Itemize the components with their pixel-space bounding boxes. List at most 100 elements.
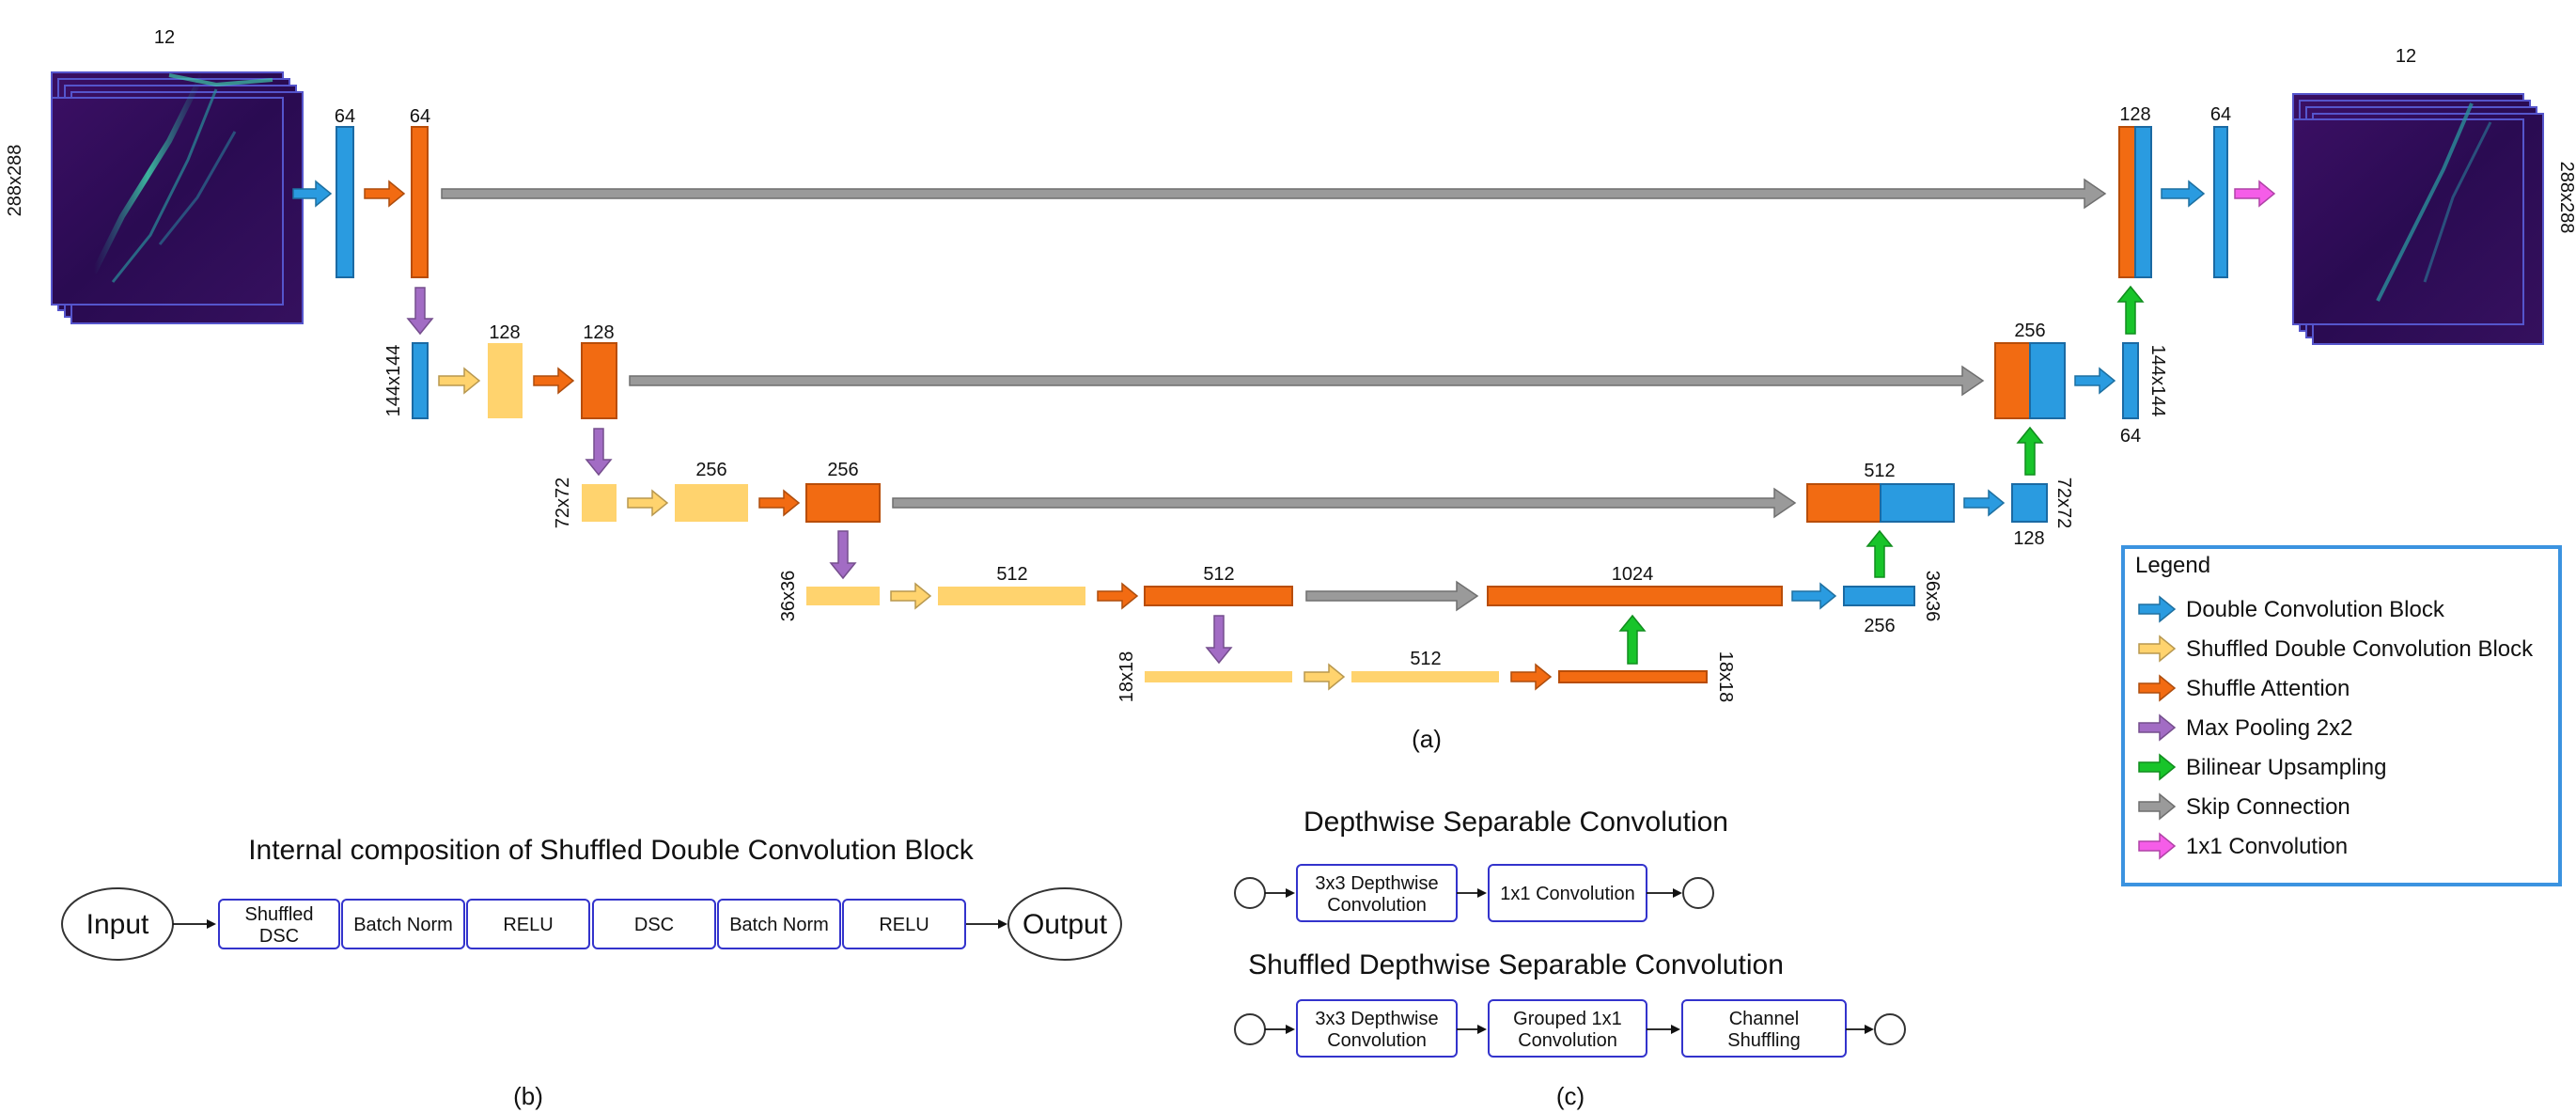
dec2-double-conv-block <box>2122 342 2139 419</box>
b-block-6-label: RELU <box>879 915 929 935</box>
sdsc-block-3-label-1: Channel <box>1729 1009 1800 1029</box>
diagram-b-output-node <box>1007 887 1122 961</box>
dsc-arrow-1-head <box>1286 888 1295 898</box>
arrow-upsample-1 <box>1618 614 1647 665</box>
sdsc-block-1-label-2: Convolution <box>1327 1030 1427 1051</box>
input-image-stack <box>51 71 304 324</box>
b-block-1 <box>218 899 340 949</box>
diagram-b-input-label: Input <box>86 909 149 940</box>
enc3-shuffle-attention-block <box>805 483 881 523</box>
legend-arrow-icon-3 <box>2138 674 2177 702</box>
legend-arrow-icon-2 <box>2138 635 2177 663</box>
dec3-attention-half <box>1806 483 1881 523</box>
bottleneck-shuffled-block-b <box>1351 671 1499 682</box>
dsc-arrow-2-head <box>1477 888 1487 898</box>
sdsc-arrow-2-head <box>1477 1025 1487 1034</box>
dec1-attention-half <box>2118 126 2136 278</box>
arrow-maxpool-1 <box>406 287 434 336</box>
enc3-shuffled-block-a <box>582 484 617 522</box>
dsc-start-node <box>1234 877 1266 909</box>
sdsc-block-3 <box>1681 999 1847 1058</box>
enc4-c2-label: 512 <box>1203 564 1234 585</box>
arrow-final-1x1 <box>2234 180 2276 208</box>
output-channels-label: 12 <box>2396 46 2416 67</box>
arrow-enc1-attention <box>364 180 406 208</box>
arrow-dec4-conv <box>1791 582 1837 610</box>
arrow-bottleneck-shuffled <box>1304 663 1346 691</box>
dec3-out-c-label: 128 <box>2013 528 2044 549</box>
legend-arrow-icon-7 <box>2138 832 2177 860</box>
dec2-size-label: 144x144 <box>2147 345 2168 417</box>
sdsc-arrow-1-head <box>1286 1025 1295 1034</box>
sdsc-end-node <box>1874 1013 1906 1045</box>
enc3-c1-label: 256 <box>695 460 726 480</box>
sdsc-block-2-label-2: Convolution <box>1518 1030 1617 1051</box>
b-block-1-label-1: Shuffled <box>244 904 313 925</box>
dec1-double-conv-block <box>2213 126 2228 278</box>
dec1-out-c-label: 64 <box>2210 104 2231 125</box>
dsc-block-1-label-2: Convolution <box>1327 895 1427 916</box>
enc4-size-label: 36x36 <box>778 571 799 622</box>
dec4-c-label: 1024 <box>1612 564 1654 585</box>
enc4-c1-label: 512 <box>996 564 1027 585</box>
output-image-stack <box>2292 93 2544 345</box>
diagram-b-output-label: Output <box>1023 909 1108 940</box>
enc2-shuffled-block <box>488 343 523 418</box>
diagram-a-caption: (a) <box>1412 725 1442 753</box>
enc2-size-label: 144x144 <box>383 345 404 417</box>
b-block-2 <box>341 899 465 949</box>
arrow-layer <box>292 178 2276 691</box>
enc2-shuffle-attention-block <box>581 342 617 419</box>
b-block-6 <box>842 899 966 949</box>
dec2-attention-half <box>1994 342 2031 419</box>
bottleneck-shuffle-attention-block <box>1558 670 1708 683</box>
arrow-maxpool-3 <box>829 530 857 580</box>
dec4-concat-block <box>1487 586 1783 606</box>
arrow-enc3-attention <box>758 489 801 517</box>
dsc-end-node <box>1682 877 1714 909</box>
arrow-dec2-conv <box>2074 367 2116 395</box>
enc2-c1-label: 128 <box>489 322 520 343</box>
b-block-3-label: RELU <box>503 915 553 935</box>
legend-arrow-icon-5 <box>2138 753 2177 781</box>
legend-item-label: Skip Connection <box>2186 794 2350 820</box>
b-block-4-label: DSC <box>634 915 674 935</box>
dec2-c-label: 256 <box>2014 321 2045 341</box>
arrow-enc2-shuffled <box>438 367 481 395</box>
bottleneck-size-right-label: 18x18 <box>1715 651 1736 703</box>
bottleneck-size-label: 18x18 <box>1116 651 1137 703</box>
b-block-2-label: Batch Norm <box>353 915 453 935</box>
b-arrow-in-head <box>207 919 216 929</box>
sdsc-arrow-3-head <box>1671 1025 1680 1034</box>
dec1-skip-half <box>2134 126 2152 278</box>
enc3-shuffled-block-b <box>675 484 748 522</box>
enc4-shuffled-block-b <box>938 587 1085 605</box>
b-block-3 <box>466 899 590 949</box>
legend-item-label: Max Pooling 2x2 <box>2186 715 2352 741</box>
arrow-enc4-attention <box>1097 582 1139 610</box>
skip-connection-4 <box>1305 580 1479 612</box>
dec3-skip-half <box>1880 483 1955 523</box>
input-size-label: 288x288 <box>5 145 25 217</box>
diagram-b-title: Internal composition of Shuffled Double … <box>248 835 975 866</box>
dec2-skip-half <box>2029 342 2066 419</box>
legend-arrow-icon-6 <box>2138 792 2177 821</box>
arrow-upsample-3 <box>2016 426 2044 476</box>
legend-item-label: Bilinear Upsampling <box>2186 755 2386 780</box>
input-channels-label: 12 <box>154 27 175 48</box>
arrow-enc3-shuffled <box>627 489 669 517</box>
b-block-5-label: Batch Norm <box>729 915 829 935</box>
legend-title: Legend <box>2135 553 2210 578</box>
enc1-c1-label: 64 <box>335 106 355 127</box>
enc1-c2-label: 64 <box>410 106 430 127</box>
arrow-enc4-shuffled <box>890 582 932 610</box>
b-block-1-label-2: DSC <box>259 926 299 947</box>
arrow-upsample-2 <box>1866 529 1894 578</box>
legend-arrow-icon-4 <box>2138 713 2177 742</box>
sdsc-arrow-4-head <box>1865 1025 1874 1034</box>
arrow-upsample-4 <box>2116 285 2145 335</box>
enc2-c2-label: 128 <box>583 322 614 343</box>
